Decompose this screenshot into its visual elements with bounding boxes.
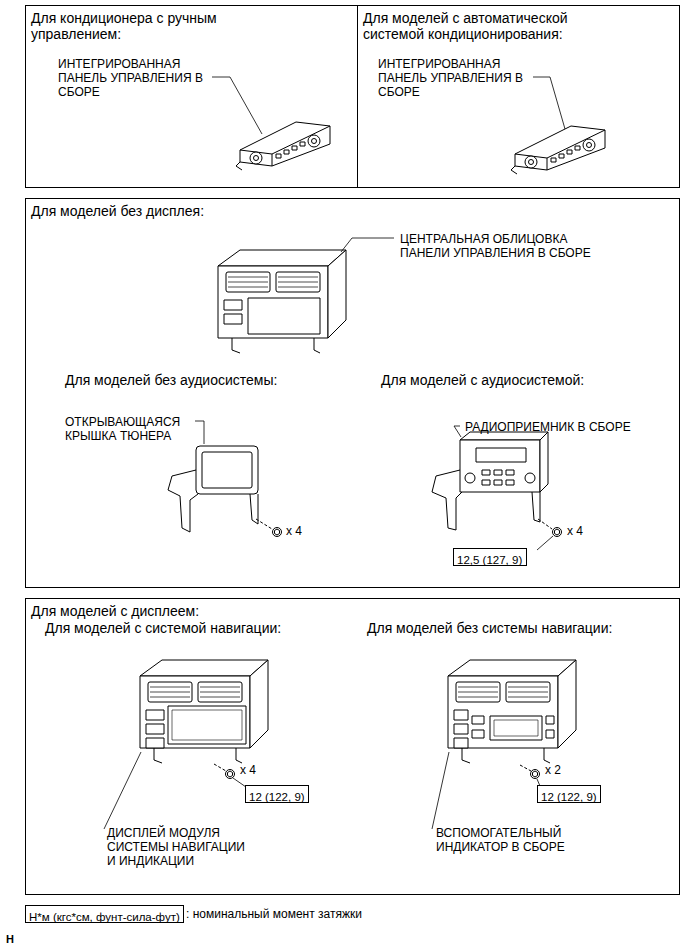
legend-text: : номинальный момент затяжки [186, 907, 362, 921]
bolt-axis-line [520, 765, 531, 771]
radio-drawing [540, 432, 548, 492]
leader-line [341, 238, 394, 252]
tuner-cover-drawing [202, 452, 252, 488]
radio-drawing [432, 432, 548, 530]
variant-heading: Для моделей с системой навигации: [45, 620, 281, 636]
torque-value: 12 (122, 9) [541, 790, 597, 804]
leader-line [432, 752, 449, 829]
panel-heading: Для моделей без дисплея: [26, 199, 431, 219]
torque-box: 12,5 (127, 9) [453, 548, 527, 566]
torque-value: Н*м (кгс*см, фунт-сила-фут) [29, 910, 180, 924]
bolt-symbol [273, 528, 282, 537]
bezel-button [454, 724, 468, 734]
leader-line [533, 77, 565, 129]
control-panel-drawing [511, 126, 605, 174]
variant-heading: Для моделей без аудиосистемы: [65, 372, 277, 388]
quantity-label: x 4 [240, 763, 256, 777]
bezel-button [472, 730, 484, 738]
bolt-symbol [226, 770, 235, 779]
figure-code: H [6, 932, 14, 946]
radio-drawing [482, 470, 490, 475]
bolt-symbol [531, 770, 540, 779]
bezel-button [146, 724, 164, 734]
torque-legend-box: Н*м (кгс*см, фунт-сила-фут) [25, 905, 184, 923]
tuner-cover-drawing [168, 470, 198, 532]
bezel-button [546, 716, 554, 724]
radio-drawing [494, 470, 502, 475]
leader-line [454, 426, 461, 437]
panel-heading: Для кондиционера с ручным управлением: [26, 6, 261, 42]
radio-drawing [482, 480, 490, 485]
part-name: ВСПОМОГАТЕЛЬНЫЙ ИНДИКАТОР В СБОРЕ [436, 826, 581, 854]
leader-line [195, 421, 204, 444]
panel-heading: Для моделей с автоматической системой ко… [358, 6, 588, 42]
part-name: ЦЕНТРАЛЬНАЯ ОБЛИЦОВКА ПАНЕЛИ УПРАВЛЕНИЯ … [400, 232, 605, 260]
navigation-unit-drawing [140, 660, 268, 763]
bezel-button [454, 738, 468, 748]
radio-drawing [494, 480, 502, 485]
navigation-screen [172, 710, 242, 740]
radio-drawing [525, 473, 535, 483]
bezel-button [146, 738, 164, 748]
part-name: ОТКРЫВАЮЩАЯСЯ КРЫШКА ТЮНЕРА [65, 415, 190, 443]
radio-drawing [465, 473, 475, 483]
bezel-button [454, 710, 468, 720]
indicator-screen [490, 716, 542, 740]
leader-line [104, 77, 565, 829]
quantity-label: x 4 [567, 524, 583, 538]
radio-drawing [476, 448, 526, 462]
bezel-button [224, 300, 242, 310]
bezel-button [546, 730, 554, 738]
variant-heading: Для моделей с аудиосистемой: [381, 372, 584, 388]
part-name: ИНТЕГРИРОВАННАЯ ПАНЕЛЬ УПРАВЛЕНИЯ В СБОР… [58, 57, 208, 99]
leader-line [212, 77, 262, 134]
radio-drawing [432, 470, 462, 530]
torque-box: 12 (122, 9) [537, 785, 601, 803]
tuner-cover-drawing [168, 446, 258, 532]
bezel-button [146, 710, 164, 720]
bolt-axis-line [256, 519, 272, 529]
center-bezel-drawing [218, 250, 346, 353]
sub-indicator-unit-drawing [448, 660, 576, 763]
radio-drawing [506, 480, 514, 485]
parts-drawing [140, 122, 605, 779]
leader-line [537, 536, 553, 550]
bezel-button [224, 314, 242, 324]
radio-drawing [506, 470, 514, 475]
quantity-label: x 4 [286, 524, 302, 538]
part-name: ДИСПЛЕЙ МОДУЛЯ СИСТЕМЫ НАВИГАЦИИ И ИНДИК… [107, 826, 248, 868]
panel-heading: Для моделей с дисплеем: [26, 599, 431, 619]
bolt-axis-line [538, 519, 552, 529]
bezel-button [472, 716, 484, 724]
quantity-label: x 2 [545, 763, 561, 777]
radio-drawing [460, 440, 540, 492]
part-name: ИНТЕГРИРОВАННАЯ ПАНЕЛЬ УПРАВЛЕНИЯ В СБОР… [378, 57, 528, 99]
torque-value: 12 (122, 9) [249, 790, 305, 804]
radio-drawing [532, 492, 540, 522]
torque-value: 12,5 (127, 9) [457, 553, 522, 567]
bolt-symbol [553, 528, 562, 537]
navigation-screen [168, 706, 246, 744]
part-name: РАДИОПРИЕМНИК В СБОРЕ [465, 420, 631, 434]
bolt-axis-line [214, 764, 226, 771]
tuner-cover-drawing [196, 446, 258, 494]
torque-box: 12 (122, 9) [245, 785, 309, 803]
variant-heading: Для моделей без системы навигации: [367, 620, 612, 636]
control-panel-drawing [236, 122, 330, 170]
indicator-screen [494, 720, 538, 736]
leader-line [104, 752, 141, 829]
bezel-opening [248, 298, 320, 334]
